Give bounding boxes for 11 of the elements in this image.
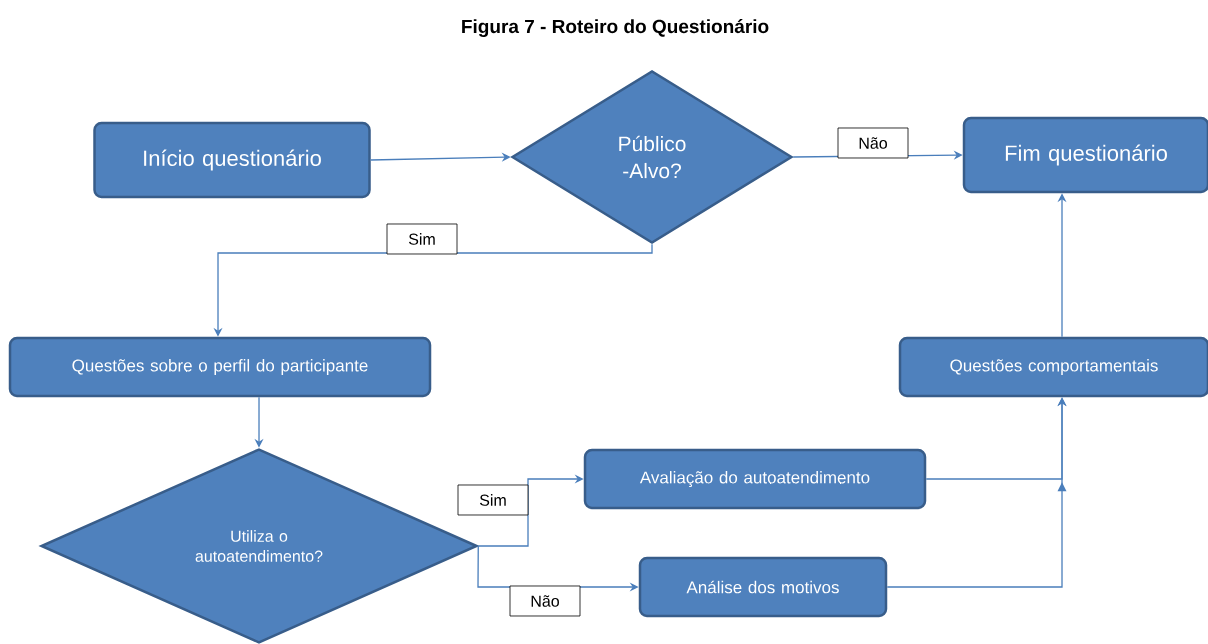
edge-label: Sim [457, 484, 529, 516]
process-box: Início questionário [93, 121, 371, 199]
process-box: Questões sobre o perfil do participante [8, 336, 432, 398]
process-box: Fim questionário [962, 116, 1208, 194]
edge-label: Sim [386, 223, 458, 255]
process-box: Análise dos motivos [638, 556, 888, 618]
process-box: Questões comportamentais [898, 336, 1208, 398]
process-box: Avaliação do autoatendimento [583, 448, 927, 510]
edge-label: Não [509, 585, 581, 617]
edge-label: Não [837, 127, 909, 159]
figure-title: Figura 7 - Roteiro do Questionário [462, 19, 769, 37]
